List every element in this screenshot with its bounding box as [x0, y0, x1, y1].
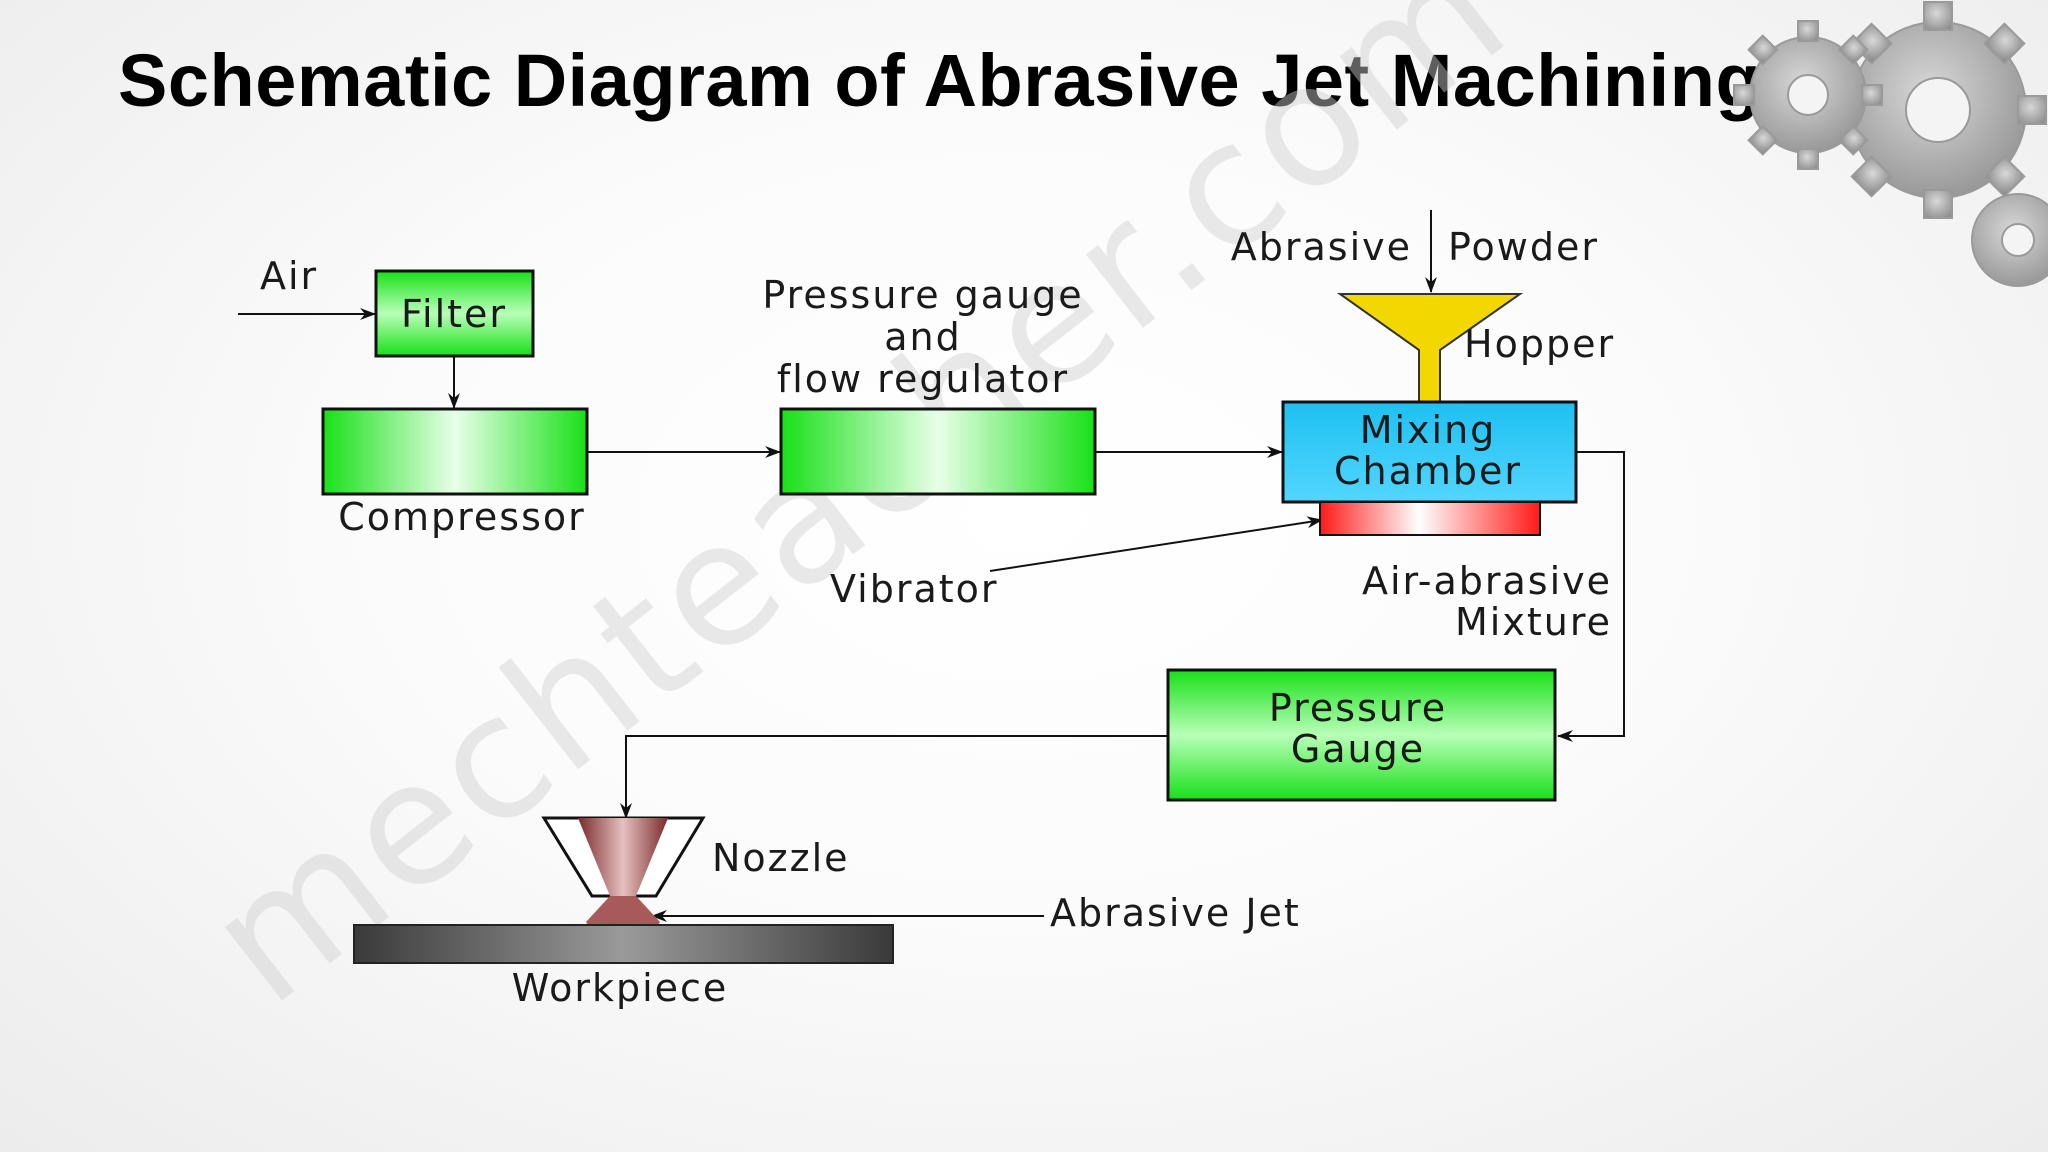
vibrator-label: Vibrator [830, 567, 999, 611]
gauge-to-nozzle-line [620, 735, 1168, 819]
nozzle-core [578, 818, 668, 896]
workpiece-label: Workpiece [512, 966, 729, 1010]
workpiece [353, 924, 894, 964]
air-label: Air [260, 254, 318, 298]
gears-decoration [1733, 1, 2048, 287]
pressure-gauge-box [1166, 668, 1557, 802]
compressor-box [321, 407, 589, 496]
mixing-chamber-label-line2: Chamber [1334, 449, 1522, 493]
mixture-label-line1: Air-abrasive [1362, 559, 1612, 603]
mixture-label-line2: Mixture [1455, 600, 1612, 644]
vibrator-box [1319, 501, 1541, 536]
filter-label: Filter [401, 292, 507, 336]
pressure-gauge-label-line1: Pressure [1269, 686, 1447, 730]
pressure-gauge-label-line2: Gauge [1291, 727, 1425, 771]
regulator-label-line1: Pressure gauge [762, 273, 1083, 317]
mixing-chamber-label-line1: Mixing [1360, 408, 1497, 452]
vibrator-pointer-arrow [989, 516, 1323, 572]
abrasive-label: Abrasive [1231, 225, 1412, 269]
regulator-box [779, 407, 1097, 496]
abrasive-jet-label: Abrasive Jet [1050, 891, 1301, 935]
regulator-label-line3: flow regulator [777, 357, 1069, 401]
slide-title: Schematic Diagram of Abrasive Jet Machin… [118, 39, 1762, 122]
filter-box [374, 269, 535, 358]
regulator-label-line2: and [884, 315, 962, 359]
hopper-label: Hopper [1464, 322, 1615, 366]
gear-icon [1733, 1, 2048, 287]
compressor-label: Compressor [338, 495, 586, 539]
mixing-chamber-box [1281, 400, 1578, 504]
nozzle-label: Nozzle [712, 836, 850, 880]
powder-label: Powder [1448, 225, 1599, 269]
chamber-to-gauge-line [1557, 451, 1625, 742]
